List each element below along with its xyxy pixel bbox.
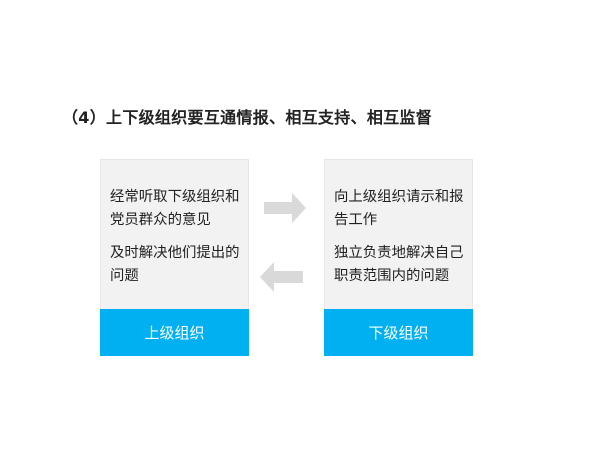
lower-organization-box: 向上级组织请示和报告工作 独立负责地解决自己职责范围内的问题 下级组织 <box>324 159 473 356</box>
upper-organization-duties: 经常听取下级组织和党员群众的意见 及时解决他们提出的问题 <box>110 186 243 298</box>
left-arrow-icon <box>260 262 303 292</box>
upper-organization-box: 经常听取下级组织和党员群众的意见 及时解决他们提出的问题 上级组织 <box>100 159 249 356</box>
lower-organization-label: 下级组织 <box>324 309 473 356</box>
right-arrow-icon <box>264 193 306 223</box>
slide-title: （4）上下级组织要互通情报、相互支持、相互监督 <box>62 108 433 127</box>
duty-item: 向上级组织请示和报告工作 <box>334 189 464 228</box>
duty-item: 及时解决他们提出的问题 <box>110 245 240 284</box>
duty-item: 独立负责地解决自己职责范围内的问题 <box>334 245 464 284</box>
lower-organization-duties: 向上级组织请示和报告工作 独立负责地解决自己职责范围内的问题 <box>334 186 467 298</box>
duty-item: 经常听取下级组织和党员群众的意见 <box>110 189 240 228</box>
upper-organization-label: 上级组织 <box>100 309 249 356</box>
